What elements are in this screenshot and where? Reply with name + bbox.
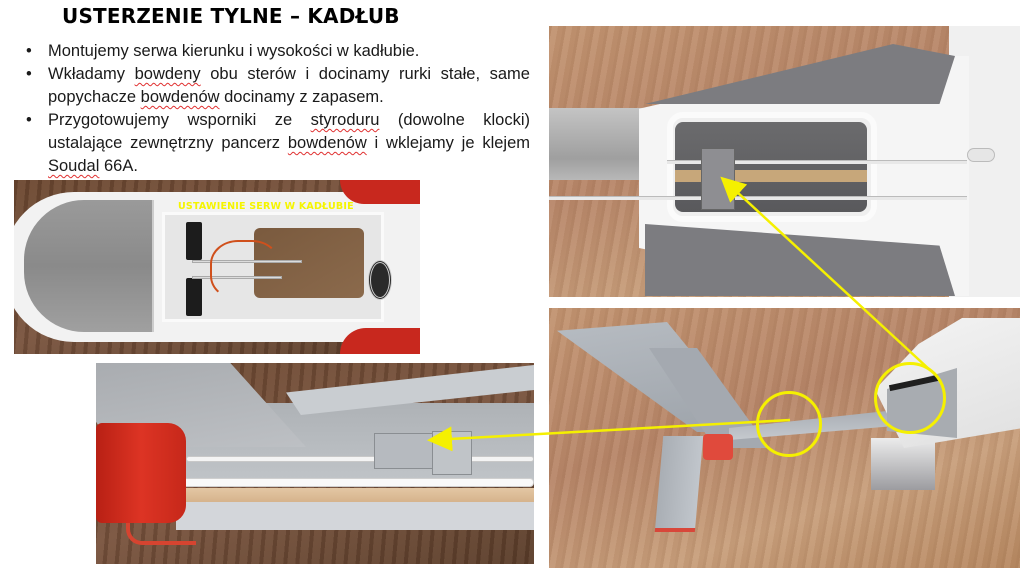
fuselage-peg bbox=[967, 148, 995, 162]
balsa-spar bbox=[176, 488, 534, 502]
photo-caption: USTAWIENIE SERW W KADŁUBIE bbox=[178, 201, 354, 212]
bullet-item: Montujemy serwa kierunku i wysokości w k… bbox=[24, 40, 530, 63]
red-tail-cap bbox=[96, 423, 186, 523]
foam-support-block bbox=[701, 148, 735, 210]
wire-coil bbox=[368, 260, 392, 300]
servo-bay-photo: USTAWIENIE SERW W KADŁUBIE bbox=[14, 180, 420, 354]
spellcheck-word: bowdeny bbox=[134, 65, 201, 83]
bullet-item: Wkładamy bowdeny obu sterów i docinamy r… bbox=[24, 63, 530, 109]
red-trim bbox=[340, 180, 420, 204]
gray-foam-top bbox=[645, 44, 955, 104]
highlight-circle bbox=[756, 391, 822, 457]
fuselage-nose-foam bbox=[24, 200, 154, 332]
red-trim bbox=[340, 328, 420, 354]
spellcheck-word: Soudal bbox=[48, 157, 100, 175]
bowden-tube bbox=[667, 160, 967, 164]
slide-title: USTERZENIE TYLNE – KADŁUB bbox=[62, 4, 400, 28]
tail-bay-photo bbox=[549, 26, 1020, 297]
servo-wire bbox=[210, 240, 280, 300]
servo-elevator bbox=[186, 278, 202, 316]
servo-rudder bbox=[186, 222, 202, 260]
spellcheck-word: bowdenów bbox=[140, 88, 220, 106]
vertical-fin bbox=[654, 436, 704, 532]
bullet-list: Montujemy serwa kierunku i wysokości w k… bbox=[24, 40, 530, 178]
support-detail-photo bbox=[96, 363, 534, 564]
spellcheck-word: bowdenów bbox=[287, 134, 367, 152]
red-tail-cap bbox=[703, 434, 733, 460]
boom-foam-bottom bbox=[176, 502, 534, 530]
highlight-circle bbox=[874, 362, 946, 434]
bowden-outer-tube bbox=[160, 478, 534, 487]
antenna-wire bbox=[126, 523, 196, 545]
foam-support-block bbox=[432, 431, 472, 475]
bowden-tube bbox=[549, 196, 967, 200]
bowden-pushrod bbox=[186, 456, 534, 462]
spellcheck-word: styroduru bbox=[310, 111, 380, 129]
pushrod bbox=[192, 260, 302, 263]
foam-support-block bbox=[374, 433, 438, 469]
bullet-item: Przygotowujemy wsporniki ze styroduru (d… bbox=[24, 109, 530, 178]
foam-stand bbox=[871, 438, 935, 490]
